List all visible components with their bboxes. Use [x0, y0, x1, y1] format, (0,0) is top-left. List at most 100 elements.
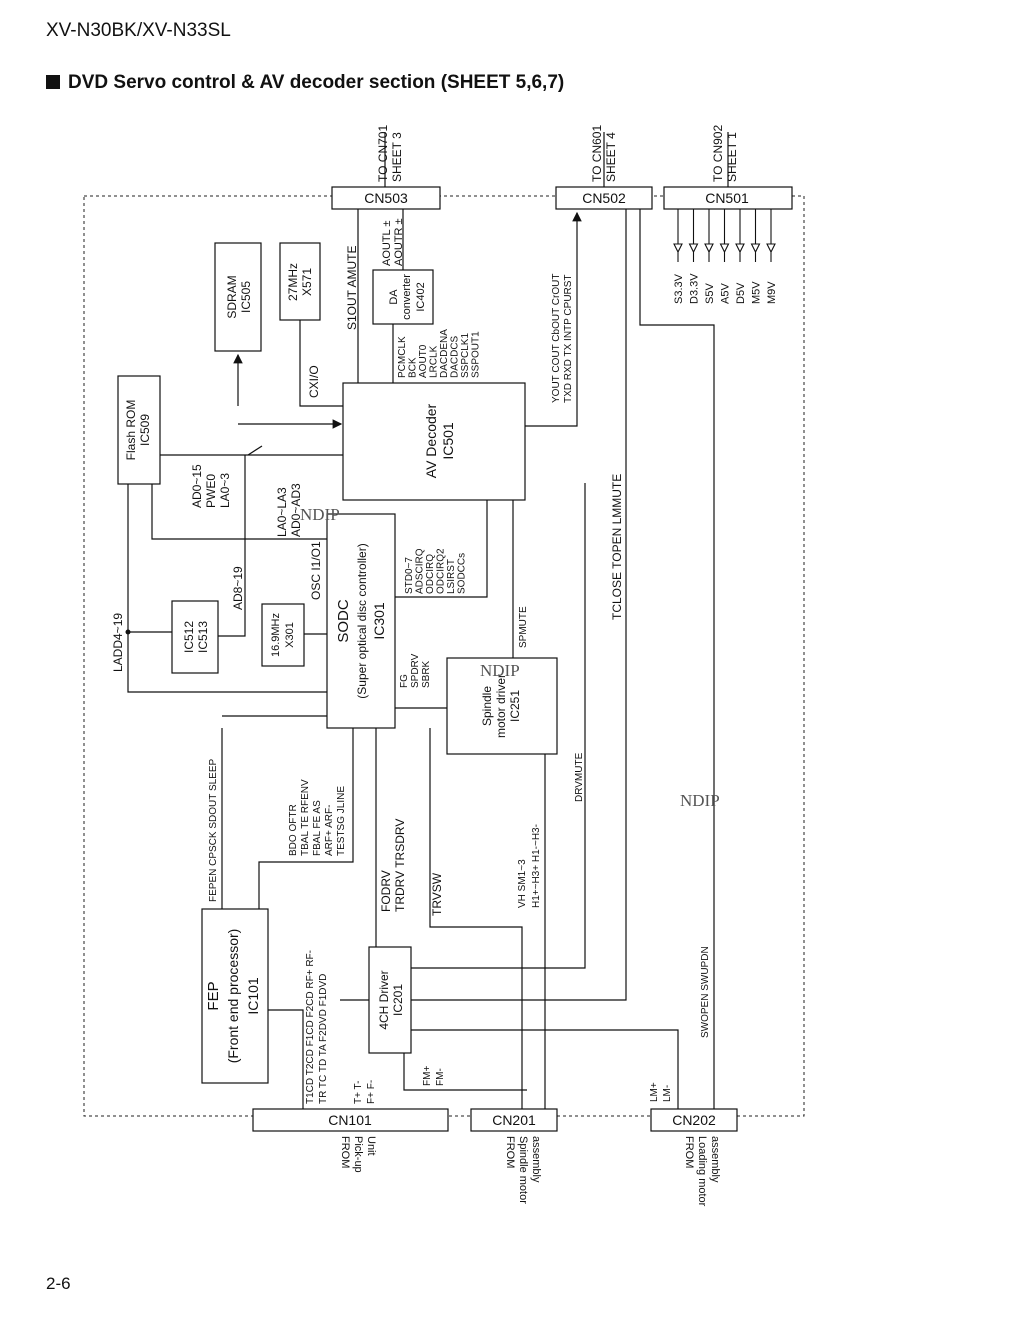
- sdram-block: [214, 242, 262, 352]
- flash-ic: IC509: [138, 414, 152, 446]
- da-converter: converter: [401, 274, 413, 320]
- cn201-label: CN201: [492, 1112, 536, 1128]
- sig-tclose: TCLOSE TOPEN LMMUTE: [610, 474, 624, 620]
- power-arrow-icon: [735, 209, 745, 262]
- sig-cxio: CXI/O: [307, 365, 321, 398]
- sig-fmp: FM+: [422, 1066, 433, 1086]
- sodc-block: [326, 513, 396, 729]
- sig-ad0ad3: AD0~AD3: [289, 483, 303, 537]
- section-title: DVD Servo control & AV decoder section (…: [68, 72, 565, 93]
- power-arrow-icon: [688, 209, 699, 262]
- power-label: S3.3V: [673, 273, 685, 304]
- da-ic: IC402: [415, 282, 427, 311]
- sig-h1: H1+~H3+ H1-~H3-: [531, 824, 542, 908]
- sig-da-bus: DACDENA: [439, 329, 450, 378]
- 4ch-driver-ic: IC201: [391, 984, 405, 1016]
- power-output-arrows: [673, 209, 776, 262]
- spindle-driver-block: [446, 657, 558, 755]
- fep-desc: (Front end processor): [225, 929, 241, 1064]
- power-label: A5V: [720, 283, 732, 304]
- sig-da-bus: DACDCS: [450, 335, 461, 378]
- power-arrow-icon: [673, 209, 683, 262]
- sig-std-bus: STD0~7: [404, 557, 415, 594]
- sig-la0la3: LA0~LA3: [275, 487, 289, 537]
- sig-video1: YOUT COUT CbOUT CrOUT: [551, 274, 562, 403]
- cn202-src2: Loading motor: [696, 1136, 708, 1207]
- flash-rom-block: [117, 375, 161, 485]
- sig-ff: F+ F-: [366, 1080, 377, 1104]
- power-arrow-icon: [750, 209, 761, 262]
- power-arrow-icon: [704, 209, 714, 262]
- sig-std-bus: ODCIRQ2: [436, 548, 447, 594]
- av-decoder-block: [342, 382, 526, 501]
- spindle-label: Spindle: [480, 686, 494, 726]
- sig-ladd: LADD4~19: [111, 613, 125, 672]
- sig-da-bus: PCMCLK: [397, 336, 408, 378]
- xtal27-freq: 27MHz: [286, 263, 300, 301]
- sig-ad0: AD0~15: [190, 464, 204, 508]
- av-decoder-ic: IC501: [440, 422, 456, 460]
- sig-drvmute: DRVMUTE: [574, 752, 585, 802]
- sodc-ic: IC301: [371, 602, 387, 640]
- cn502-dest1: TO CN601: [590, 125, 604, 182]
- sig-bdo-bus: BDO OFTR: [288, 804, 299, 856]
- sig-fg-bus: FG: [399, 674, 410, 688]
- cn202-src1: FROM: [683, 1136, 695, 1168]
- fep-ic: IC101: [245, 977, 261, 1015]
- cn201-src2: Spindle motor: [517, 1136, 529, 1204]
- ic512-block: [171, 600, 219, 674]
- cn101-src2: Pick-up: [352, 1136, 364, 1173]
- cn101-src1: FROM: [339, 1136, 351, 1168]
- cn503-label: CN503: [364, 190, 408, 206]
- cn202-box: [650, 1108, 738, 1132]
- sig-da-bus: SSPCLK1: [460, 333, 471, 378]
- sig-tt: T+ T-: [353, 1081, 364, 1104]
- sodc-desc: (Super optical disc controller): [355, 543, 369, 698]
- section-heading: DVD Servo control & AV decoder section (…: [46, 72, 564, 94]
- sig-aoutr: AOUTR ±: [393, 218, 405, 266]
- sig-da-bus: SSPOUT1: [471, 331, 482, 378]
- sig-da-bus: AOUT0: [418, 344, 429, 378]
- cn501-dest1: TO CN902: [711, 125, 725, 182]
- sig-trdrv: TRDRV TRSDRV: [393, 819, 407, 912]
- junction-dot: [125, 629, 131, 635]
- xtal27-ref: X571: [300, 268, 314, 296]
- sig-fodrv: FODRV: [379, 870, 393, 912]
- cn502-dest2: SHEET 4: [604, 132, 618, 182]
- sig-aoutl: AOUTL ±: [381, 221, 393, 266]
- sig-video2: TXD RXD TX INTP CPURST: [563, 274, 574, 403]
- sig-lmp: LM+: [649, 1082, 660, 1102]
- power-label: M5V: [751, 281, 763, 304]
- sdram-label: SDRAM: [225, 275, 239, 318]
- spindle-ic: IC251: [508, 690, 522, 722]
- sig-fg-bus: SBRK: [421, 660, 432, 688]
- square-bullet-icon: [46, 75, 60, 89]
- model-number: XV-N30BK/XV-N33SL: [46, 20, 231, 41]
- page-number: 2-6: [46, 1274, 71, 1293]
- sig-std-bus: LSIRST: [446, 559, 457, 594]
- ic512-label: IC512: [182, 621, 196, 653]
- sodc-label: SODC: [335, 599, 352, 643]
- power-label: D5V: [735, 282, 747, 304]
- cn101-box: [252, 1108, 449, 1132]
- cn503-dest1: TO CN701: [376, 125, 390, 182]
- cn202-src3: assembly: [709, 1136, 721, 1183]
- sig-trvsw: TRVSW: [430, 872, 444, 916]
- sig-fmm: FM-: [435, 1068, 446, 1086]
- spindle-desc: motor driver: [494, 674, 508, 738]
- sig-vh: VH SM1~3: [517, 859, 528, 908]
- sig-la03: LA0~3: [218, 473, 232, 508]
- watermark-1: NDIP: [300, 505, 340, 524]
- cn503-box: [331, 186, 441, 210]
- cn201-box: [470, 1108, 558, 1132]
- av-decoder-label: AV Decoder: [423, 403, 439, 478]
- cn503-dest2: SHEET 3: [390, 132, 404, 182]
- power-label: S5V: [704, 283, 716, 304]
- fep-label: FEP: [205, 981, 222, 1010]
- 4ch-driver-label: 4CH Driver: [377, 970, 391, 1029]
- xtal169-freq: 16.9MHz: [270, 613, 282, 657]
- sig-spmute: SPMUTE: [518, 606, 529, 648]
- cn501-label: CN501: [705, 190, 749, 206]
- xtal169-block: [261, 603, 305, 667]
- cn201-src1: FROM: [504, 1136, 516, 1168]
